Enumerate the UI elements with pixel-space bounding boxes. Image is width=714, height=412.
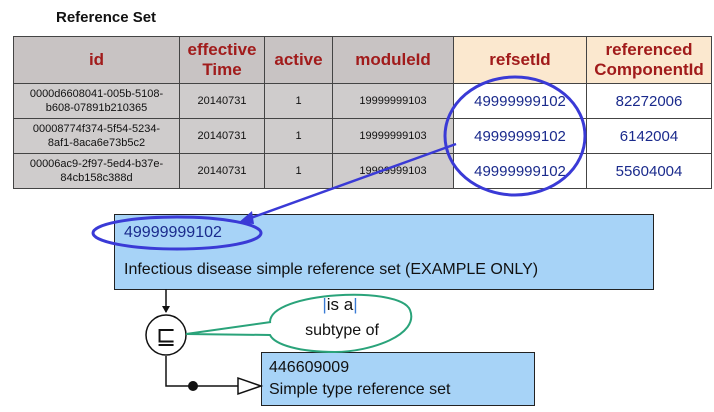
cell-referenced-component-id: 82272006 <box>586 83 712 119</box>
cell-id: 0000d6608041-005b-5108-b608-07891b210365 <box>13 83 180 119</box>
cell-active: 1 <box>264 83 333 119</box>
isa-connector-bottom <box>165 356 238 387</box>
isa-connector-arrow <box>162 306 170 313</box>
parent-code: 446609009 <box>269 359 350 376</box>
table-row: 00008774f374-5f54-5234-8af1-8aca6e73b5c2… <box>13 118 712 154</box>
cell-id: 00008774f374-5f54-5234-8af1-8aca6e73b5c2 <box>13 118 180 154</box>
parent-term: Simple type reference set <box>269 381 451 398</box>
cell-referenced-component-id: 55604004 <box>586 153 712 189</box>
concept-code-highlight <box>91 215 263 251</box>
subsumption-symbol: ⊑ <box>156 322 176 350</box>
header-module-id: moduleId <box>332 36 454 84</box>
cell-effective-time: 20140731 <box>179 153 265 189</box>
cell-effective-time: 20140731 <box>179 83 265 119</box>
cell-effective-time: 20140731 <box>179 118 265 154</box>
isa-connector-arrowhead <box>237 376 264 396</box>
concept-term: Infectious disease simple reference set … <box>124 261 539 278</box>
cell-referenced-component-id: 6142004 <box>586 118 712 154</box>
cell-module-id: 19999999103 <box>332 153 454 189</box>
cell-id: 00006ac9-2f97-5ed4-b37e-84cb158c388d <box>13 153 180 189</box>
cell-module-id: 19999999103 <box>332 118 454 154</box>
isa-label: |is a| <box>322 295 358 314</box>
concept-code: 49999999102 <box>124 224 222 241</box>
table-row: 0000d6608041-005b-5108-b608-07891b210365… <box>13 83 712 119</box>
header-active: active <box>264 36 333 84</box>
cell-active: 1 <box>264 118 333 154</box>
cell-refset-id: 49999999102 <box>453 153 587 189</box>
cell-module-id: 19999999103 <box>332 83 454 119</box>
refset-concept-box: 49999999102 Infectious disease simple re… <box>114 214 654 290</box>
cell-refset-id: 49999999102 <box>453 118 587 154</box>
section-title: Reference Set <box>56 9 157 26</box>
isa-bubble <box>185 293 413 354</box>
isa-bar-left: | <box>322 295 327 314</box>
link-arrow-line <box>247 142 457 221</box>
cell-refset-id: 49999999102 <box>453 83 587 119</box>
refset-column-highlight <box>443 75 587 197</box>
table-row: 00006ac9-2f97-5ed4-b37e-84cb158c388d 201… <box>13 153 712 189</box>
parent-concept-box: 446609009 Simple type reference set <box>261 352 535 406</box>
isa-bar-right: | <box>353 295 358 314</box>
link-arrow-head <box>238 211 254 224</box>
isa-connector-dot <box>188 381 198 391</box>
subtype-of-label: subtype of <box>305 322 379 339</box>
